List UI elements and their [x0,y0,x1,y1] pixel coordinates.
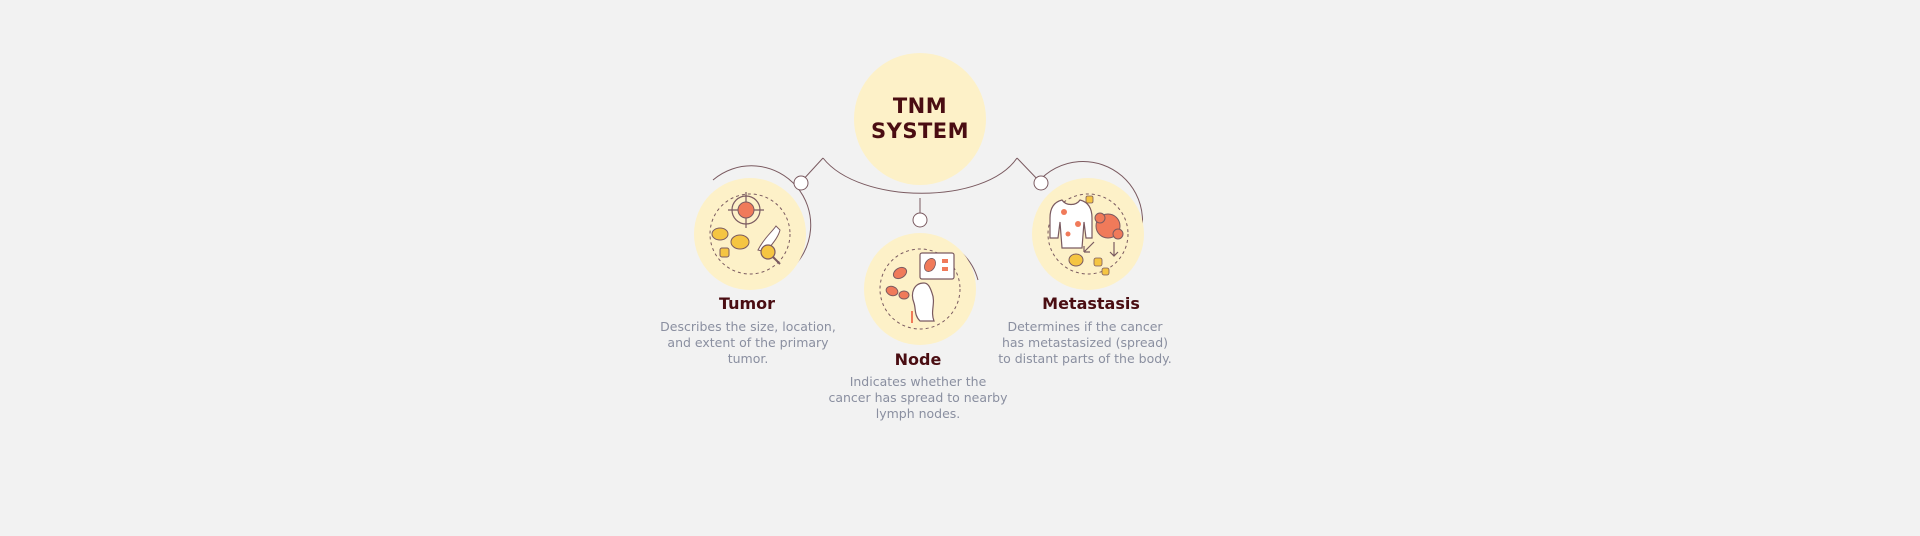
tumor-description: Describes the size, location, and extent… [660,319,836,366]
tumor-icon-disc [694,178,806,290]
metastasis-label: Metastasis [1042,294,1140,313]
hub-title-line-2: SYSTEM [870,119,970,143]
metastasis-joint [1033,175,1049,191]
node-icon-disc [864,233,976,345]
node-description: Indicates whether the cancer has spread … [828,374,1008,421]
metastasis-description: Determines if the cancer has metastasize… [998,319,1172,366]
metastasis-body-icon [1047,193,1129,276]
metastasis-icon-disc [1032,178,1144,290]
hub-title-line-1: TNM [892,94,948,118]
node-joint [912,212,928,228]
main-arc [822,157,1018,194]
tumor-target-icon [709,192,791,275]
tumor-label: Tumor [718,294,776,313]
tumor-joint [793,175,809,191]
node-label: Node [894,350,942,369]
tnm-system-hub: TNM SYSTEM [854,53,986,185]
lymph-node-icon [879,248,961,330]
